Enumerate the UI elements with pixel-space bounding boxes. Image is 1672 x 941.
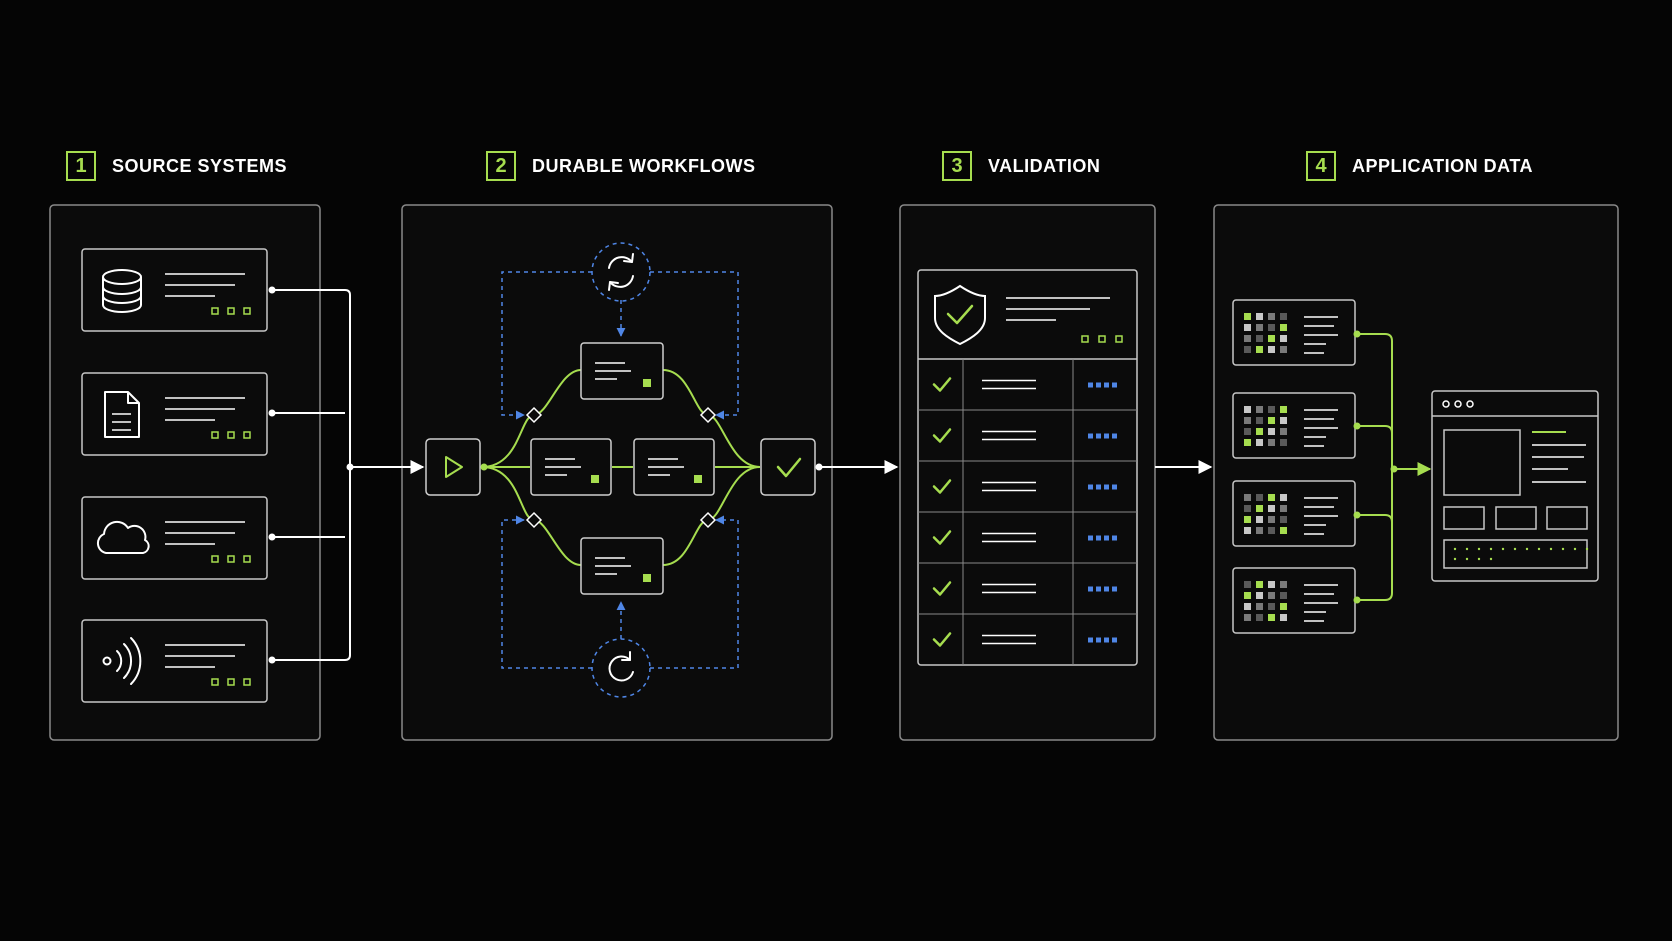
stage-title-source-systems: 1 SOURCE SYSTEMS xyxy=(66,150,287,182)
play-icon xyxy=(445,456,463,478)
shield-icon xyxy=(934,284,986,346)
shield-check-icon xyxy=(946,304,974,325)
stage-title-validation: 3 VALIDATION xyxy=(942,150,1100,182)
cloud-icon xyxy=(96,520,150,554)
task-card xyxy=(633,438,715,496)
validation-row xyxy=(918,511,1137,545)
validation-row xyxy=(932,377,1117,392)
source-card xyxy=(81,496,268,580)
application-window xyxy=(1431,390,1599,582)
task-card xyxy=(580,342,664,400)
window-dot-icon xyxy=(1442,400,1450,408)
task-cards xyxy=(530,342,715,595)
start-node xyxy=(425,438,481,496)
window-dot-icon xyxy=(1454,400,1462,408)
data-cards xyxy=(1232,299,1356,634)
source-cards xyxy=(81,248,268,703)
document-icon xyxy=(104,391,140,438)
retry-icon xyxy=(608,651,634,682)
stage-label-validation: VALIDATION xyxy=(988,155,1101,176)
task-card xyxy=(580,537,664,595)
signal-icon xyxy=(102,637,142,685)
stage-number-1: 1 xyxy=(66,151,96,181)
data-card xyxy=(1232,480,1356,547)
database-icon xyxy=(102,269,142,313)
data-card xyxy=(1232,392,1356,459)
check-icon xyxy=(932,428,952,443)
validation-table xyxy=(917,269,1138,666)
stage-label-application-data: APPLICATION DATA xyxy=(1352,155,1533,176)
window-dot-icon xyxy=(1466,400,1474,408)
decision-diamonds xyxy=(525,406,717,529)
refresh-icon xyxy=(608,253,634,291)
source-card xyxy=(81,619,268,703)
validation-row xyxy=(918,409,1137,443)
check-icon xyxy=(932,530,952,545)
stage-title-durable-workflows: 2 DURABLE WORKFLOWS xyxy=(486,150,755,182)
check-icon xyxy=(776,457,802,478)
retry-loops xyxy=(501,242,739,698)
source-card xyxy=(81,248,268,332)
data-card xyxy=(1232,567,1356,634)
data-card xyxy=(1232,299,1356,366)
stage-label-source-systems: SOURCE SYSTEMS xyxy=(112,155,288,176)
arrow-dot xyxy=(815,463,823,471)
stage-label-durable-workflows: DURABLE WORKFLOWS xyxy=(532,155,756,176)
check-icon xyxy=(932,632,952,647)
stage-number-2: 2 xyxy=(486,151,516,181)
stage-number-3: 3 xyxy=(942,151,972,181)
panel-source-systems xyxy=(49,204,321,741)
stage-number-4: 4 xyxy=(1306,151,1336,181)
validation-row xyxy=(918,460,1137,494)
flow-dot xyxy=(480,463,488,471)
source-connectors xyxy=(272,289,425,661)
data-connector-dots xyxy=(1353,330,1398,604)
check-icon xyxy=(932,479,952,494)
connector-dots xyxy=(268,286,354,664)
validation-rows xyxy=(918,377,1137,647)
source-card xyxy=(81,372,268,456)
panel-durable-workflows xyxy=(401,204,833,741)
stage-title-application-data: 4 APPLICATION DATA xyxy=(1306,150,1533,182)
check-icon xyxy=(932,581,952,596)
check-icon xyxy=(932,377,952,392)
task-card xyxy=(530,438,612,496)
validation-row xyxy=(918,562,1137,596)
complete-node xyxy=(760,438,816,496)
validation-row xyxy=(918,613,1137,647)
